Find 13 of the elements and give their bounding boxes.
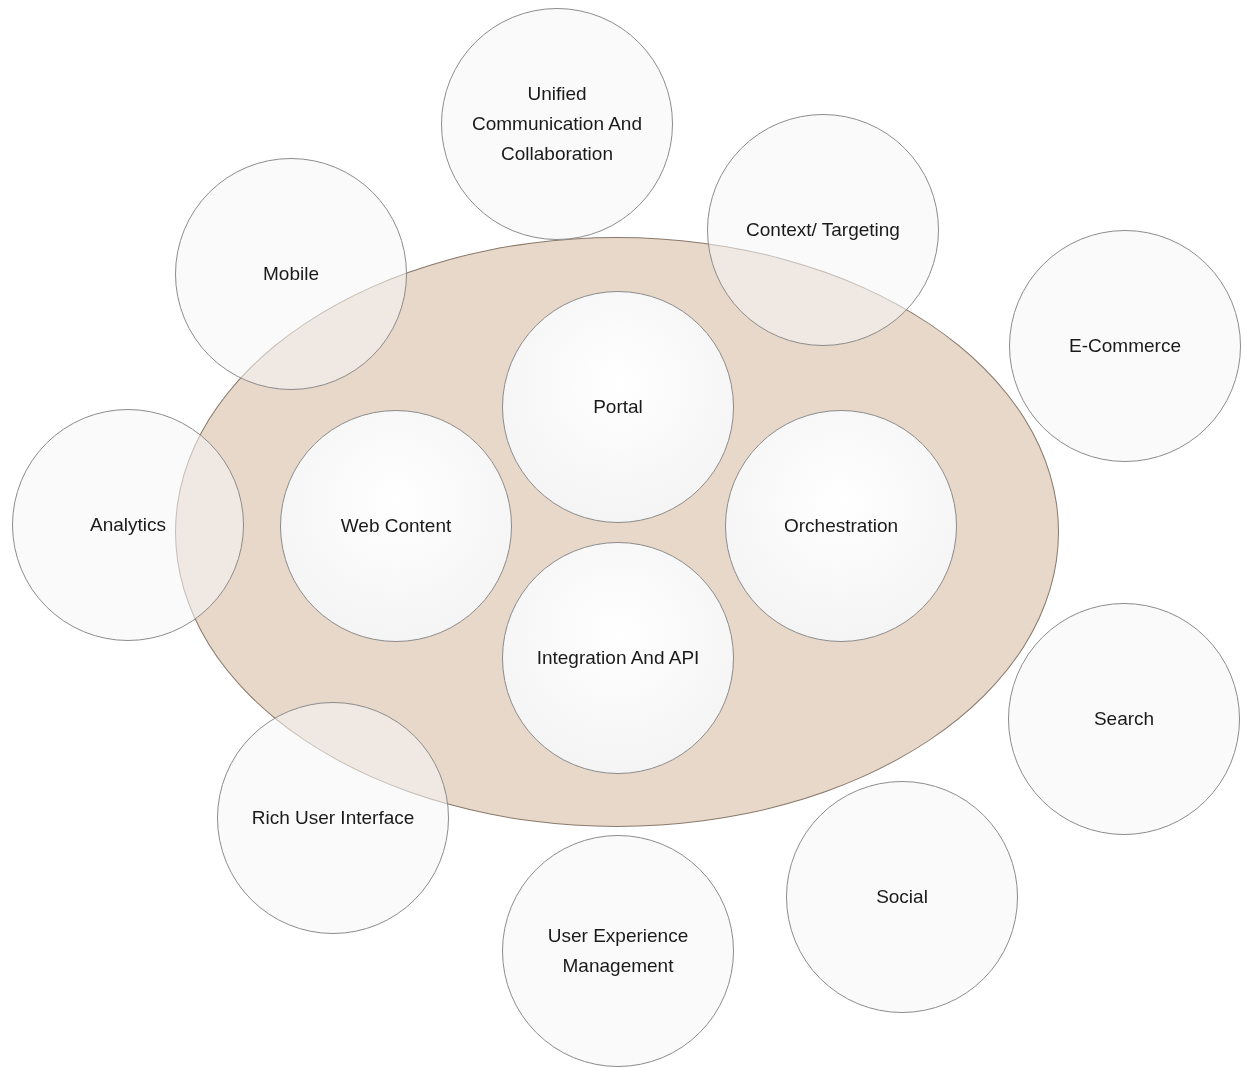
node-label: Search: [1092, 707, 1156, 731]
node-label: Analytics: [89, 513, 167, 537]
node-label: User Experience Management: [546, 924, 690, 978]
node-label: Unified Communication And Collaboration: [470, 82, 643, 166]
node-label: Integration And API: [535, 646, 701, 670]
node-label: Rich User Interface: [250, 806, 416, 830]
node-label: E-Commerce: [1068, 334, 1182, 358]
node-label: Social: [875, 885, 929, 909]
node-label: Mobile: [262, 262, 320, 286]
node-label: Context/ Targeting: [745, 218, 901, 242]
node-label: Orchestration: [782, 514, 899, 538]
node-label: Portal: [592, 395, 644, 419]
node-label: Web Content: [339, 514, 453, 538]
